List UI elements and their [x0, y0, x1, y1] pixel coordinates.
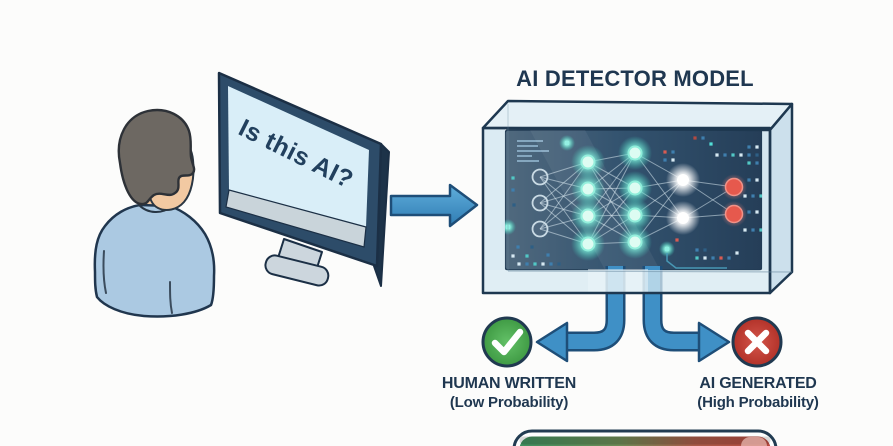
- diagram-title: AI DETECTOR MODEL: [516, 66, 754, 91]
- person-shirt-crease-left: [102, 250, 107, 294]
- checkmark-icon: [491, 328, 524, 356]
- glass-left-strip: [483, 128, 505, 270]
- person-shirt-crease-right: [169, 281, 173, 314]
- output-pipes: [535, 266, 731, 363]
- x-icon: [744, 329, 770, 355]
- human-result-badge: [481, 316, 533, 368]
- glass-front-edge: [481, 126, 772, 295]
- person-body: [93, 203, 216, 318]
- neural-network-visualization: [500, 135, 763, 269]
- monitor-chin: [225, 189, 367, 248]
- detector-screen: [500, 129, 763, 271]
- arrow-left-icon: [535, 321, 569, 363]
- monitor-screen: [228, 86, 369, 227]
- glass-sheen: [530, 130, 660, 270]
- arrow-right-icon: [697, 321, 731, 363]
- monitor-stand-base: [264, 254, 330, 287]
- arrow-right-icon: [389, 183, 479, 228]
- meter-knob: [741, 437, 767, 446]
- glass-right-face: [768, 102, 794, 295]
- detector-glass-box: [481, 99, 794, 295]
- ai-result-badge: [731, 316, 783, 368]
- human-written-label-main: HUMAN WRITTEN: [441, 375, 577, 392]
- ai-generated-label-main: AI GENERATED: [699, 375, 817, 392]
- glass-right-strip: [762, 128, 770, 270]
- person-hair: [117, 108, 196, 206]
- human-written-label: HUMAN WRITTEN (Low Probability): [427, 374, 591, 412]
- glass-glow-beam: [588, 269, 648, 293]
- human-written-label-sub: (Low Probability): [449, 394, 569, 411]
- probability-meter: [512, 429, 778, 446]
- ai-generated-label-sub: (High Probability): [697, 394, 819, 411]
- glass-top-face: [481, 99, 794, 132]
- monitor-illustration: Is this AI?: [217, 71, 390, 287]
- person-illustration: [93, 108, 216, 318]
- ai-generated-label: AI GENERATED (High Probability): [675, 374, 841, 412]
